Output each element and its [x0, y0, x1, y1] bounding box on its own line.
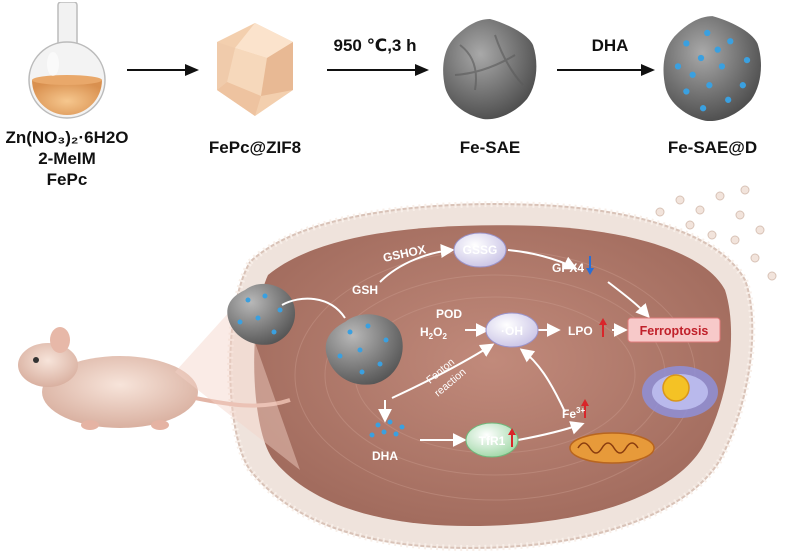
label-fepc-zif8: FePc@ZIF8	[208, 138, 302, 157]
lipid-debris	[655, 185, 777, 281]
arrow-step3	[557, 64, 655, 76]
tfr1-bubble	[465, 422, 519, 458]
zoom-cone	[175, 300, 300, 470]
gsh-label: GSH	[352, 283, 378, 297]
pathway-arrows	[378, 244, 650, 447]
dha-dots	[369, 419, 405, 438]
condition-950: 950 ℃,3 h	[333, 36, 417, 55]
gssg-label: GSSG	[463, 243, 498, 257]
zif8-crystal-icon	[217, 23, 293, 116]
ferroptosis-label: Ferroptosis	[640, 324, 709, 338]
entry-arrow	[281, 297, 346, 319]
nucleus-icon	[642, 366, 718, 418]
gpx4-label: GPX4	[552, 261, 584, 275]
up-arrow-fe	[581, 399, 589, 418]
arrow-step2	[327, 64, 429, 76]
oh-bubble	[485, 312, 539, 348]
gssg-bubble	[453, 232, 507, 268]
up-arrow-tfr1	[508, 428, 516, 447]
mouse-icon	[18, 327, 291, 430]
oh-label: ·OH	[501, 324, 523, 338]
arrow-step1	[127, 64, 199, 76]
dha-label: DHA	[372, 449, 398, 463]
mitochondria-icon	[569, 432, 655, 464]
precursor-2meim: 2-MeIM	[38, 149, 96, 168]
condition-dha: DHA	[591, 36, 629, 55]
label-fe-sae: Fe-SAE	[459, 138, 521, 157]
nanozyme-inside	[325, 314, 403, 385]
pod-label: POD	[436, 307, 462, 321]
label-fe-sae-d: Fe-SAE@D	[667, 138, 758, 157]
h2o2-label: H2O2	[420, 325, 447, 341]
cell-pathway-diagram: GSH GSHOX GSSG GPX4 POD H2O2 ·OH LPO Fer…	[18, 185, 777, 552]
fe3-label: Fe3+	[562, 406, 585, 421]
ferroptosis-box	[627, 317, 721, 343]
up-arrow-lpo	[599, 318, 607, 337]
precursor-fepc: FePc	[46, 170, 88, 189]
fe-sae-d-icon	[663, 16, 761, 122]
nanozyme-outside	[227, 283, 296, 345]
lpo-label: LPO	[568, 324, 593, 338]
precursor-zn: Zn(NO₃)₂·6H2O	[5, 128, 129, 147]
flask-icon	[28, 2, 106, 119]
down-arrow-gpx4	[586, 256, 594, 275]
tfr1-label: TfR1	[479, 434, 506, 448]
fe-sae-icon	[443, 19, 537, 120]
